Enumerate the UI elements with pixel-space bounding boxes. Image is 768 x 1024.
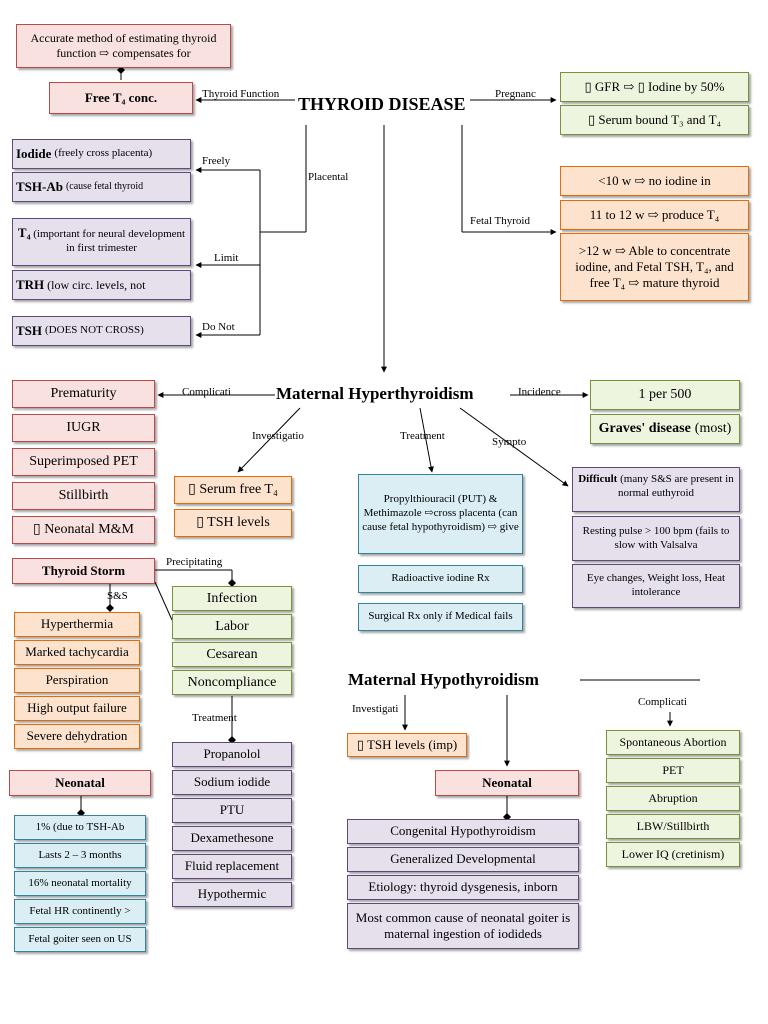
neonatal-hyper-box: Neonatal [9,770,151,796]
hypo-investigation-label: Investigati [352,703,399,715]
storm-treatment-item: Dexamethesone [172,826,292,851]
main-title: THYROID DISEASE [298,94,466,114]
hyper-investigation-label: Investigatio [252,430,304,442]
hyper-complication-item: Stillbirth [12,482,155,510]
t4-rest: (important for neural development in fir… [33,228,186,254]
hypo-complications-label: Complicati [638,696,687,708]
trh-box: TRH (low circ. levels, not [12,270,191,300]
t4-bold: T₄ [17,225,31,240]
neonatal-hypo-item: Congenital Hypothyroidism [347,819,579,844]
free-t4-box: Free T₄ conc. [49,82,193,114]
storm-treatment-item: PTU [172,798,292,823]
storm-treatment-item: Hypothermic [172,882,292,907]
hypo-complication-item: PET [606,758,740,783]
do-not-label: Do Not [202,321,235,333]
freely-label: Freely [202,155,231,167]
storm-treatment-item: Fluid replacement [172,854,292,879]
precipitating-item: Noncompliance [172,670,292,695]
hypo-complication-item: Abruption [606,786,740,811]
hyper-treatment-item: Propylthiouracil (PUT) & Methimazole ⇨cr… [358,474,523,554]
graves-box: Graves' disease (most) [590,414,740,444]
placental-label: Placental [308,171,349,183]
ss-item: Perspiration [14,668,140,693]
hyper-complication-item: Superimposed PET [12,448,155,476]
hyper-complication-item: ▯ Neonatal M&M [12,516,155,544]
neonatal-hyper-item: 16% neonatal mortality [14,871,146,896]
trh-rest: (low circ. levels, not [47,277,146,292]
neonatal-hypo-item: Etiology: thyroid dysgenesis, inborn [347,875,579,900]
hypothyroidism-title: Maternal Hypothyroidism [348,670,539,689]
fetal-thyroid-item: <10 w ⇨ no iodine in [560,166,749,196]
neonatal-hypo-item: Generalized Developmental [347,847,579,872]
tsh-box: TSH (DOES NOT CROSS) [12,316,191,346]
incidence-label: Incidence [518,386,561,398]
ss-item: Severe dehydration [14,724,140,749]
neonatal-hyper-item: Lasts 2 – 3 months [14,843,146,868]
hyperthyroidism-title: Maternal Hyperthyroidism [276,384,474,403]
pregnancy-item: ▯ GFR ⇨ ▯ Iodine by 50% [560,72,749,102]
storm-treatment-item: Propanolol [172,742,292,767]
tshab-rest: (cause fetal thyroid [65,180,144,192]
ss-item: High output failure [14,696,140,721]
fetal-thyroid-item: >12 w ⇨ Able to concentrate iodine, and … [560,233,749,301]
neonatal-hypo-box: Neonatal [435,770,579,796]
tshab-bold: TSH-Ab [16,178,63,194]
neonatal-hyper-item: Fetal goiter seen on US [14,927,146,952]
pregnancy-item: ▯ Serum bound T₃ and T₄ [560,105,749,135]
precipitating-item: Cesarean [172,642,292,667]
symptom-item: Eye changes, Weight loss, Heat intoleran… [572,564,740,608]
incidence-box: 1 per 500 [590,380,740,410]
tsh-ab-box: TSH-Ab (cause fetal thyroid [12,172,191,202]
accurate-method-box: Accurate method of estimating thyroid fu… [16,24,231,68]
limit-label: Limit [214,252,239,264]
difficult-rest: (many S&S are present in normal euthyroi… [617,473,734,499]
precipitating-item: Labor [172,614,292,639]
ss-item: Hyperthermia [14,612,140,637]
difficult-bold: Difficult [578,473,618,485]
fetal-thyroid-item: 11 to 12 w ⇨ produce T₄ [560,200,749,230]
tsh-rest: (DOES NOT CROSS) [45,324,144,337]
difficult-box: Difficult (many S&S are present in norma… [572,467,740,512]
precipitating-item: Infection [172,586,292,611]
hypo-complication-item: LBW/Stillbirth [606,814,740,839]
tsh-bold: TSH [16,322,43,338]
hyper-treatment-item: Surgical Rx only if Medical fails [358,603,523,631]
fetal-thyroid-label: Fetal Thyroid [470,215,530,227]
hyper-complication-item: Prematurity [12,380,155,408]
hyper-complications-label: Complicati [182,386,231,398]
graves-bold: Graves' disease [598,421,691,437]
iodide-rest: (freely cross placenta) [54,147,153,160]
storm-treatment-label: Treatment [192,712,237,724]
hyper-complication-item: IUGR [12,414,155,442]
hyper-investigation-item: ▯ TSH levels [174,509,292,537]
hyper-treatment-label: Treatment [400,430,445,442]
thyroid-storm-box: Thyroid Storm [12,558,155,584]
graves-rest: (most) [694,421,732,437]
hyper-symptoms-label: Sympto [492,436,527,448]
hyper-treatment-item: Radioactive iodine Rx [358,565,523,593]
iodide-box: Iodide (freely cross placenta) [12,139,191,169]
hyper-investigation-item: ▯ Serum free T₄ [174,476,292,504]
hypo-investigation-box: ▯ TSH levels (imp) [347,733,467,757]
storm-treatment-item: Sodium iodide [172,770,292,795]
iodide-bold: Iodide [16,145,52,161]
trh-bold: TRH [16,276,45,292]
neonatal-hypo-item: Most common cause of neonatal goiter is … [347,903,579,949]
neonatal-hyper-item: Fetal HR continently > [14,899,146,924]
neonatal-hyper-item: 1% (due to TSH-Ab [14,815,146,840]
thyroid-function-label: Thyroid Function [202,88,280,100]
ss-label: S&S [107,590,128,602]
ss-item: Marked tachycardia [14,640,140,665]
hypo-complication-item: Spontaneous Abortion [606,730,740,755]
symptom-item: Resting pulse > 100 bpm (fails to slow w… [572,516,740,561]
precipitating-label: Precipitating [166,556,223,568]
t4-box: T₄ (important for neural development in … [12,218,191,266]
pregnancy-label: Pregnanc [495,88,536,100]
hypo-complication-item: Lower IQ (cretinism) [606,842,740,867]
